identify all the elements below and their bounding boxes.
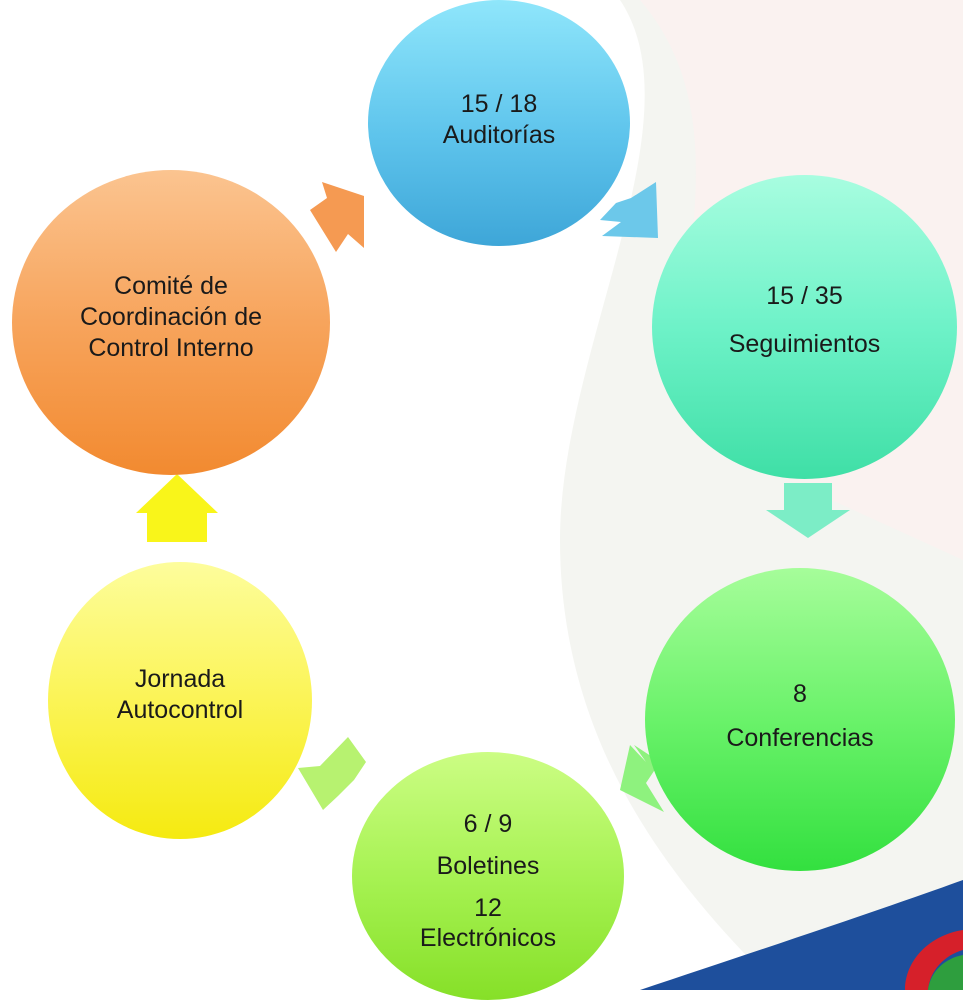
node-boletines-electronic-label: Electrónicos <box>419 924 557 952</box>
node-boletines-electronic-count: 12 <box>474 894 502 922</box>
node-boletines: 6 / 9 Boletines 12 Electrónicos <box>352 752 624 1000</box>
node-conferencias: 8 Conferencias <box>645 568 955 871</box>
node-seguimientos-label: Seguimientos <box>728 330 881 358</box>
node-auditorias-label: Auditorías <box>442 121 556 149</box>
node-conferencias-label: Conferencias <box>726 723 874 752</box>
node-comite-line-1: Comité de <box>114 272 228 300</box>
node-comite-line-3: Control Interno <box>88 334 254 362</box>
node-auditorias: 15 / 18 Auditorías <box>368 0 630 246</box>
corner-logo-red <box>905 930 963 990</box>
node-conferencias-count: 8 <box>793 679 807 708</box>
node-jornada-line-2: Autocontrol <box>116 695 244 724</box>
node-seguimientos-count: 15 / 35 <box>766 282 843 310</box>
node-boletines-count: 6 / 9 <box>463 810 513 838</box>
node-comite-line-2: Coordinación de <box>79 303 263 331</box>
node-auditorias-count: 15 / 18 <box>460 90 538 118</box>
corner-blue-band <box>640 880 963 990</box>
node-boletines-label: Boletines <box>436 852 540 880</box>
node-jornada-line-1: Jornada <box>134 664 226 693</box>
node-seguimientos: 15 / 35 Seguimientos <box>652 175 957 479</box>
node-jornada-autocontrol: Jornada Autocontrol <box>48 562 312 839</box>
corner-logo-green <box>928 955 963 990</box>
node-comite-control-interno: Comité de Coordinación de Control Intern… <box>12 170 330 475</box>
